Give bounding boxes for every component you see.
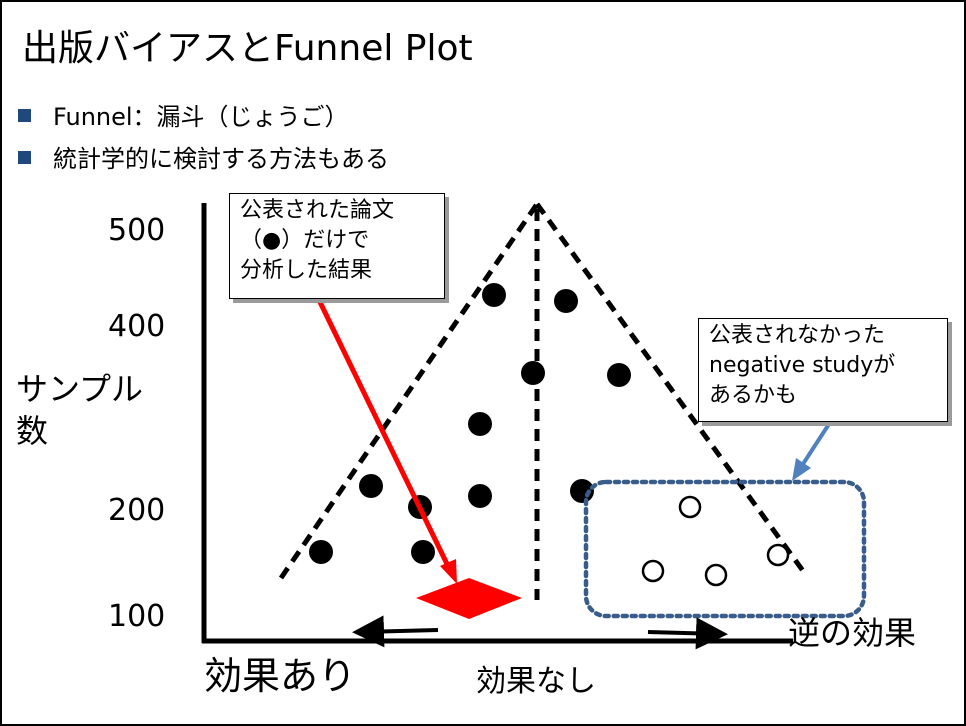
callout-line: 公表された論文 <box>240 198 395 223</box>
callout-line: 分析した結果 <box>240 258 373 283</box>
callout-line: 公表されなかった <box>709 323 886 348</box>
published-study-point <box>309 540 333 564</box>
published-study-point <box>411 540 435 564</box>
page-title: 出版バイアスとFunnel Plot <box>22 28 473 69</box>
y-axis-label: サンプル 数 <box>16 368 143 452</box>
blue-arrow <box>801 422 831 466</box>
callout-line: あるかも <box>709 383 798 408</box>
bullet-square-icon <box>18 151 31 164</box>
y-axis-label-line: サンプル <box>16 370 144 408</box>
unpublished-study-point <box>766 543 790 567</box>
y-tick-label: 200 <box>108 493 166 528</box>
right-effect-arrow <box>647 617 728 650</box>
published-study-point <box>482 283 506 307</box>
red-arrow <box>316 298 451 568</box>
published-study-point <box>554 289 578 313</box>
bullet-text: 統計学的に検討する方法もある <box>53 145 389 173</box>
red-arrow-head-icon <box>440 559 457 584</box>
y-tick-label: 500 <box>108 213 166 248</box>
published-study-point <box>359 474 383 498</box>
unpublished-studies <box>641 495 790 587</box>
unpublished-study-point <box>704 563 728 587</box>
unpublished-study-point <box>678 495 702 519</box>
funnel-right-edge <box>534 202 809 577</box>
unpublished-region-box <box>583 479 867 619</box>
left-effect-arrow <box>352 615 439 648</box>
callout-line: （●）だけで <box>240 228 370 253</box>
unpublished-study-point <box>641 559 665 583</box>
y-tick-label: 100 <box>108 599 166 634</box>
bullet-item: Funnel：漏斗（じょうご） <box>18 100 349 134</box>
callout-published: 公表された論文 （●）だけで 分析した結果 <box>229 193 445 299</box>
bullet-text: Funnel：漏斗（じょうご） <box>53 103 349 131</box>
x-right-label: 逆の効果 <box>788 614 917 652</box>
published-studies <box>309 283 631 564</box>
funnel-left-edge <box>278 202 540 580</box>
pooled-estimate-diamond <box>416 578 522 619</box>
x-center-label: 効果なし <box>476 664 596 699</box>
published-study-point <box>521 361 545 385</box>
bullet-item: 統計学的に検討する方法もある <box>18 142 389 176</box>
x-left-label: 効果あり <box>204 654 357 698</box>
published-study-point <box>607 363 631 387</box>
published-study-point <box>468 484 492 508</box>
y-tick-label: 400 <box>108 309 166 344</box>
bullet-square-icon <box>18 109 31 122</box>
published-study-point <box>468 412 492 436</box>
blue-arrow-head-icon <box>792 458 811 481</box>
published-study-point <box>570 479 594 503</box>
y-axis-label-line: 数 <box>16 412 49 450</box>
callout-line: negative studyが <box>709 353 896 378</box>
callout-unpublished: 公表されなかった negative studyが あるかも <box>698 318 948 422</box>
